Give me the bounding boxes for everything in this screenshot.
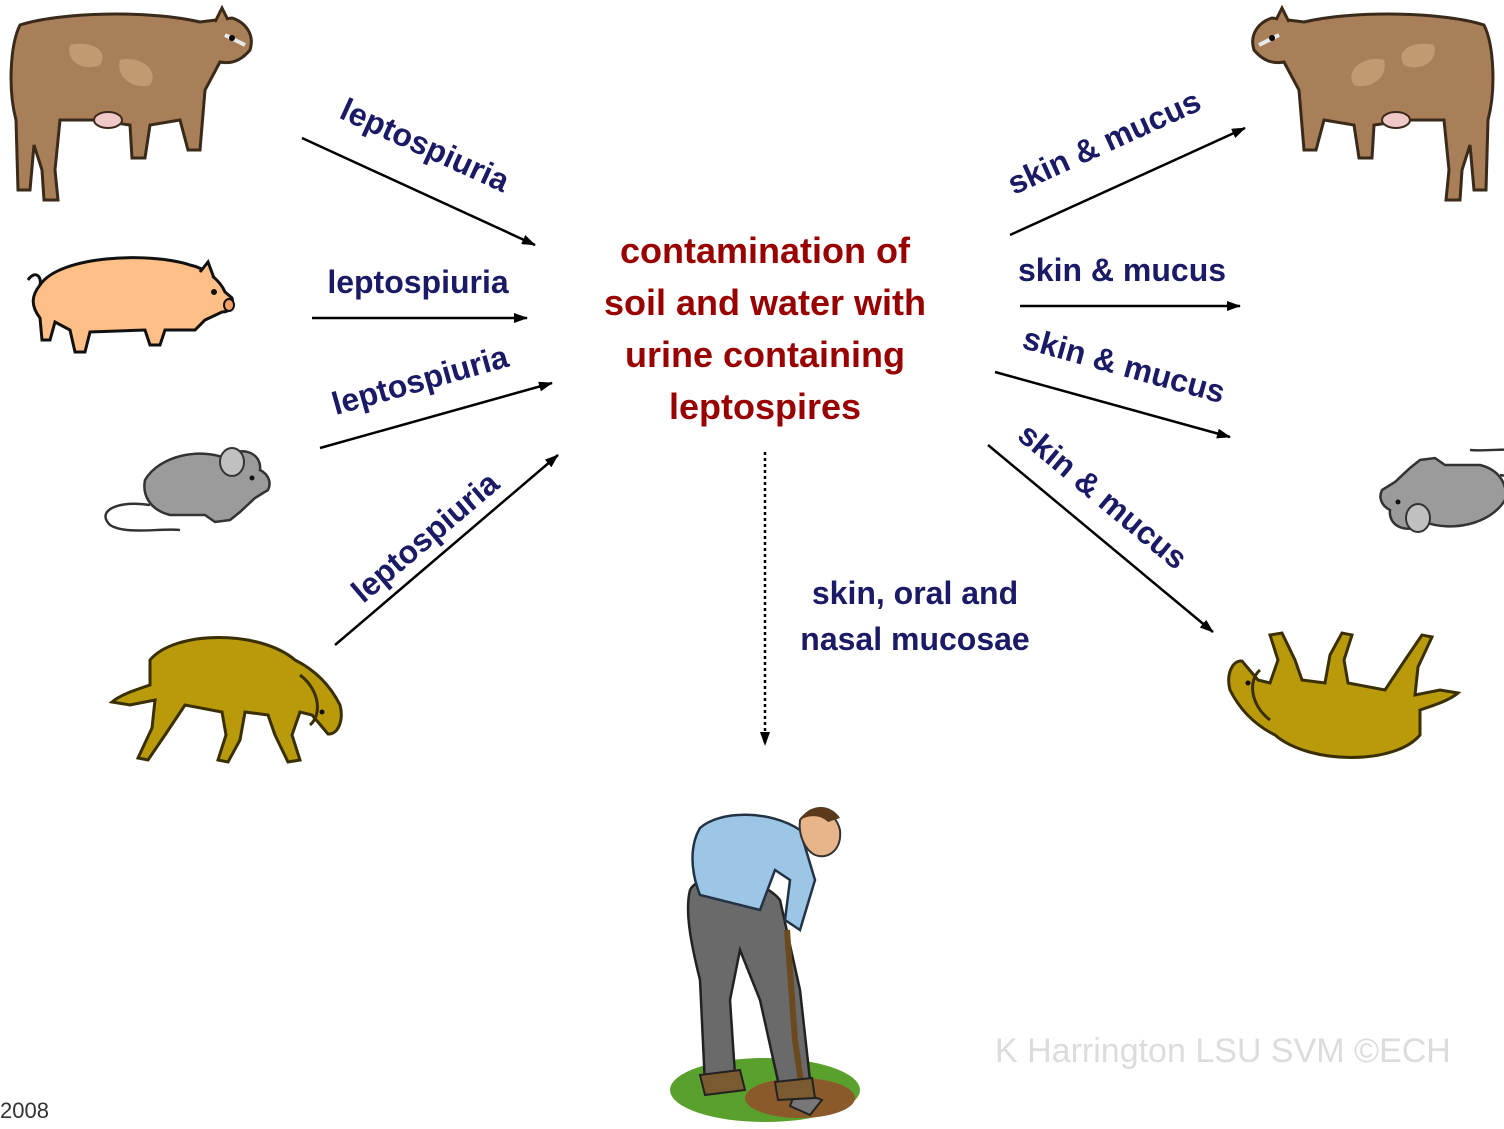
human-route-line: nasal mucosae [770,616,1060,662]
year-text: 2008 [0,1098,49,1124]
dog-icon [112,638,341,763]
contamination-line: contamination of [545,225,985,277]
credit-text: K Harrington LSU SVM ©ECH [995,1032,1451,1071]
mouse-icon [106,448,270,531]
pig-icon [28,258,234,352]
contamination-line: soil and water with [545,277,985,329]
route-label-pig-target: skin & mucus [1018,254,1226,286]
dog-icon [1229,633,1458,758]
contamination-line: urine containing [545,329,985,381]
route-label-pig-source: leptospiuria [327,266,508,298]
digging-man-icon [670,807,860,1122]
cow-icon [1253,8,1493,200]
arrow-dog-to-contamination [335,455,558,645]
cow-icon [11,8,251,200]
contamination-line: leptospires [545,381,985,433]
contamination-statement: contamination of soil and water with uri… [545,225,985,433]
mouse-icon [1380,449,1504,532]
human-route-label: skin, oral and nasal mucosae [770,570,1060,662]
human-route-line: skin, oral and [770,570,1060,616]
